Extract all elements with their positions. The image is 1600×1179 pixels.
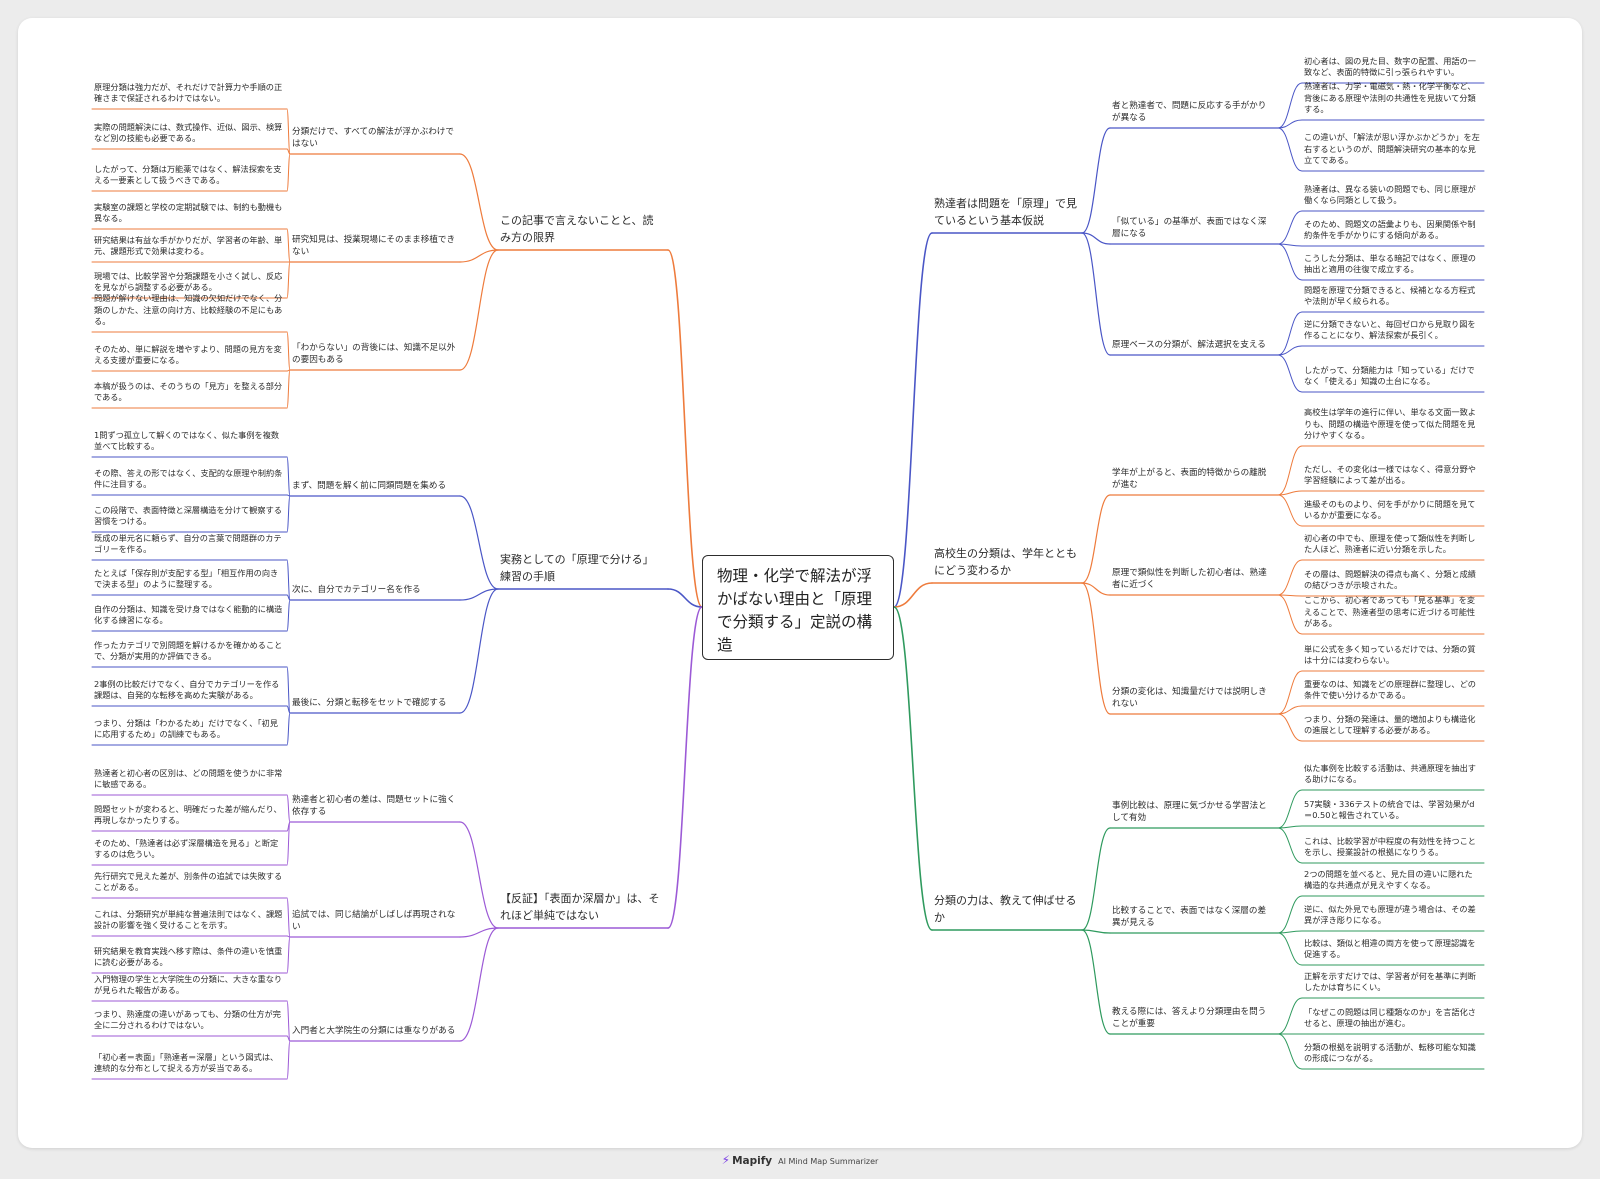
sub-branch-title[interactable]: 分類だけで、すべての解法が浮かぶわけではない	[292, 126, 454, 149]
leaf-note[interactable]: 既成の単元名に頼らず、自分の言葉で問題群のカテゴリーを作る。	[94, 532, 282, 555]
leaf-note[interactable]: 単に公式を多く知っているだけでは、分類の質は十分には変わらない。	[1304, 643, 1476, 666]
leaf-note[interactable]: 自作の分類は、知識を受け身ではなく能動的に構造化する練習になる。	[94, 603, 283, 626]
sub-branch-title[interactable]: 入門者と大学院生の分類には重なりがある	[292, 1025, 456, 1036]
leaf-note[interactable]: したがって、分類能力は「知っている」だけでなく「使える」知識の土台になる。	[1304, 364, 1475, 387]
leaf-note[interactable]: 高校生は学年の進行に伴い、単なる文面一致よりも、問題の構造や原理を使って似た問題…	[1304, 407, 1476, 441]
leaf-note[interactable]: 熟達者は、力学・電磁気・熱・化学平衡など、背後にある原理や法則の共通性を見抜いて…	[1304, 81, 1476, 115]
leaf-note[interactable]: 問題セットが変わると、明確だった差が縮んだり、再現しなかったりする。	[94, 803, 282, 826]
leaf-note[interactable]: 逆に分類できないと、毎回ゼロから見取り図を作ることになり、解法探索が長引く。	[1304, 318, 1476, 341]
sub-branch-title[interactable]: まず、問題を解く前に同類問題を集める	[292, 480, 447, 491]
sub-branch-title[interactable]: 教える際には、答えより分類理由を問うことが重要	[1112, 1006, 1267, 1029]
sub-branch-title[interactable]: 最後に、分類と転移をセットで確認する	[292, 697, 447, 708]
leaf-note[interactable]: 「初心者＝表面」「熟達者＝深層」という図式は、連続的な分布として捉える方が妥当で…	[94, 1051, 279, 1074]
sub-branch-title[interactable]: 事例比較は、原理に気づかせる学習法として有効	[1112, 800, 1267, 823]
branch-title[interactable]: この記事で言えないことと、読み方の限界	[500, 214, 654, 244]
leaf-note[interactable]: この違いが、「解法が思い浮かぶかどうか」を左右するというのが、問題解決研究の基本…	[1304, 132, 1480, 166]
sub-branch-title[interactable]: 学年が上がると、表面的特徴からの離脱が進む	[1112, 467, 1267, 490]
leaf-note[interactable]: 実際の問題解決には、数式操作、近似、図示、検算など別の技能も必要である。	[94, 121, 283, 144]
leaf-note[interactable]: そのため、問題文の語彙よりも、因果関係や制約条件を手がかりにする傾向がある。	[1304, 218, 1476, 241]
sub-branch-title[interactable]: 研究知見は、授業現場にそのまま移植できない	[292, 234, 456, 257]
leaf-note[interactable]: つまり、分類の発達は、量的増加よりも構造化の進展として理解する必要がある。	[1304, 713, 1476, 736]
leaf-note[interactable]: 実験室の課題と学校の定期試験では、制約も動機も異なる。	[94, 201, 283, 224]
leaf-note[interactable]: 初心者の中でも、原理を使って類似性を判断した人ほど、熟達者に近い分類を示した。	[1304, 532, 1476, 555]
central-topic-node[interactable]: 物理・化学で解法が浮かばない理由と「原理で分類する」定説の構造	[702, 555, 894, 660]
leaf-note[interactable]: 研究結果は有益な手がかりだが、学習者の年齢、単元、課題形式で効果は変わる。	[94, 234, 283, 257]
leaf-note[interactable]: 初心者は、図の見た目、数字の配置、用語の一致など、表面的特徴に引っ張られやすい。	[1304, 55, 1476, 78]
leaf-note[interactable]: この段階で、表面特徴と深層構造を分けて観察する習慣をつける。	[94, 504, 282, 527]
sub-branch-title[interactable]: 「似ている」の基準が、表面ではなく深層になる	[1112, 216, 1267, 239]
leaf-note[interactable]: これは、分類研究が単純な普遍法則ではなく、課題設計の影響を強く受けることを示す。	[94, 908, 283, 931]
branch-title[interactable]: 熟達者は問題を「原理」で見ているという基本仮説	[934, 197, 1077, 227]
branch-title[interactable]: 高校生の分類は、学年とともにどう変わるか	[934, 547, 1077, 577]
footer-branding: ⚡Mapify AI Mind Map Summarizer	[0, 1153, 1600, 1167]
branch-title[interactable]: 分類の力は、教えて伸ばせるか	[934, 894, 1077, 924]
sub-branch-title[interactable]: 追試では、同じ結論がしばしば再現されない	[292, 909, 456, 932]
leaf-note[interactable]: したがって、分類は万能薬ではなく、解法探索を支える一要素として扱うべきである。	[94, 163, 282, 186]
leaf-note[interactable]: 入門物理の学生と大学院生の分類に、大きな重なりが見られた報告がある。	[94, 973, 283, 996]
leaf-note[interactable]: 57実験・336テストの統合では、学習効果がd＝0.50と報告されている。	[1304, 798, 1475, 821]
sub-branch-title[interactable]: 比較することで、表面ではなく深層の差異が見える	[1112, 905, 1267, 928]
leaf-note[interactable]: 分類の根拠を説明する活動が、転移可能な知識の形成につながる。	[1304, 1041, 1476, 1064]
footer-brand-name: Mapify	[732, 1155, 773, 1167]
leaf-note[interactable]: 1問ずつ孤立して解くのではなく、似た事例を複数並べて比較する。	[94, 429, 280, 452]
leaf-note[interactable]: 逆に、似た外見でも原理が違う場合は、その差異が浮き彫りになる。	[1304, 903, 1476, 926]
leaf-note[interactable]: つまり、分類は「わかるため」だけでなく、「初見に応用するため」の訓練でもある。	[94, 717, 278, 740]
leaf-note[interactable]: 重要なのは、知識をどの原理群に整理し、どの条件で使い分けるかである。	[1304, 678, 1476, 701]
leaf-note[interactable]: たとえば「保存則が支配する型」「相互作用の向きで決まる型」のように整理する。	[94, 567, 279, 590]
leaf-note[interactable]: これは、比較学習が中程度の有効性を持つことを示し、授業設計の根拠になりうる。	[1304, 835, 1476, 858]
leaf-note[interactable]: ただし、その変化は一様ではなく、得意分野や学習経験によって差が出る。	[1304, 463, 1476, 486]
leaf-note[interactable]: 熟達者と初心者の区別は、どの問題を使うかに非常に敏感である。	[94, 767, 283, 790]
leaf-note[interactable]: 原理分類は強力だが、それだけで計算力や手順の正確さまで保証されるわけではない。	[94, 81, 283, 104]
leaf-note[interactable]: 問題が解けない理由は、知識の欠如だけでなく、分類のしかた、注意の向け方、比較経験…	[94, 293, 283, 327]
leaf-note[interactable]: ここから、初心者であっても「見る基準」を変えることで、熟達者型の思考に近づける可…	[1304, 595, 1476, 629]
sub-branch-title[interactable]: 「わからない」の背後には、知識不足以外の要因もある	[292, 342, 456, 365]
branch-title[interactable]: 【反証】「表面か深層か」は、それほど単純ではない	[500, 892, 660, 922]
leaf-note[interactable]: 現場では、比較学習や分類課題を小さく試し、反応を見ながら調整する必要がある。	[94, 270, 283, 293]
footer-tagline: AI Mind Map Summarizer	[778, 1157, 879, 1166]
sub-branch-title[interactable]: 分類の変化は、知識量だけでは説明しきれない	[1112, 686, 1267, 709]
leaf-note[interactable]: こうした分類は、単なる暗記ではなく、原理の抽出と適用の往復で成立する。	[1304, 252, 1476, 275]
leaf-note[interactable]: 本稿が扱うのは、そのうちの「見方」を整える部分である。	[94, 380, 283, 403]
leaf-note[interactable]: 研究結果を教育実践へ移す際は、条件の違いを慎重に読む必要がある。	[94, 945, 283, 968]
leaf-note[interactable]: その際、答えの形ではなく、支配的な原理や制約条件に注目する。	[94, 467, 283, 490]
leaf-note[interactable]: その層は、問題解決の得点も高く、分類と成績の結びつきが示唆された。	[1304, 568, 1476, 591]
mapify-logo-icon: ⚡	[721, 1153, 731, 1167]
leaf-note[interactable]: 進級そのものより、何を手がかりに問題を見ているかが重要になる。	[1304, 498, 1476, 521]
leaf-note[interactable]: 正解を示すだけでは、学習者が何を基準に判断したかは育ちにくい。	[1304, 970, 1476, 993]
central-topic-text: 物理・化学で解法が浮かばない理由と「原理で分類する」定説の構造	[717, 567, 873, 654]
leaf-note[interactable]: 2事例の比較だけでなく、自分でカテゴリーを作る課題は、自発的な転移を高めた実験が…	[94, 678, 280, 701]
leaf-note[interactable]: 「なぜこの問題は同じ種類なのか」を言語化させると、原理の抽出が進む。	[1304, 1006, 1476, 1029]
leaf-note[interactable]: 2つの問題を並べると、見た目の違いに隠れた構造的な共通点が見えやすくなる。	[1304, 868, 1473, 891]
leaf-note[interactable]: 作ったカテゴリで別問題を解けるかを確かめることで、分類が実用的か評価できる。	[94, 639, 283, 662]
leaf-note[interactable]: 先行研究で見えた差が、別条件の追試では失敗することがある。	[94, 870, 283, 893]
leaf-note[interactable]: そのため、単に解説を増やすより、問題の見方を変える支援が重要になる。	[94, 343, 282, 366]
leaf-note[interactable]: 似た事例を比較する活動は、共通原理を抽出する助けになる。	[1304, 762, 1476, 785]
leaf-note[interactable]: 問題を原理で分類できると、候補となる方程式や法則が早く絞られる。	[1304, 284, 1476, 307]
leaf-note[interactable]: そのため、「熟達者は必ず深層構造を見る」と断定するのは危うい。	[94, 837, 279, 860]
leaf-note[interactable]: 比較は、類似と相違の両方を使って原理認識を促進する。	[1304, 937, 1476, 960]
sub-branch-title[interactable]: 次に、自分でカテゴリー名を作る	[292, 584, 421, 595]
sub-branch-title[interactable]: 原理ベースの分類が、解法選択を支える	[1112, 339, 1266, 350]
sub-branch-title[interactable]: 熟達者と初心者の差は、問題セットに強く依存する	[292, 794, 456, 817]
sub-branch-title[interactable]: 者と熟達者で、問題に反応する手がかりが異なる	[1112, 100, 1267, 123]
branch-title[interactable]: 実務としての「原理で分ける」練習の手順	[500, 553, 654, 583]
leaf-note[interactable]: つまり、熟達度の違いがあっても、分類の仕方が完全に二分されるわけではない。	[94, 1008, 281, 1031]
sub-branch-title[interactable]: 原理で類似性を判断した初心者は、熟達者に近づく	[1112, 567, 1267, 590]
leaf-note[interactable]: 熟達者は、異なる装いの問題でも、同じ原理が働くなら同類として扱う。	[1304, 183, 1476, 206]
